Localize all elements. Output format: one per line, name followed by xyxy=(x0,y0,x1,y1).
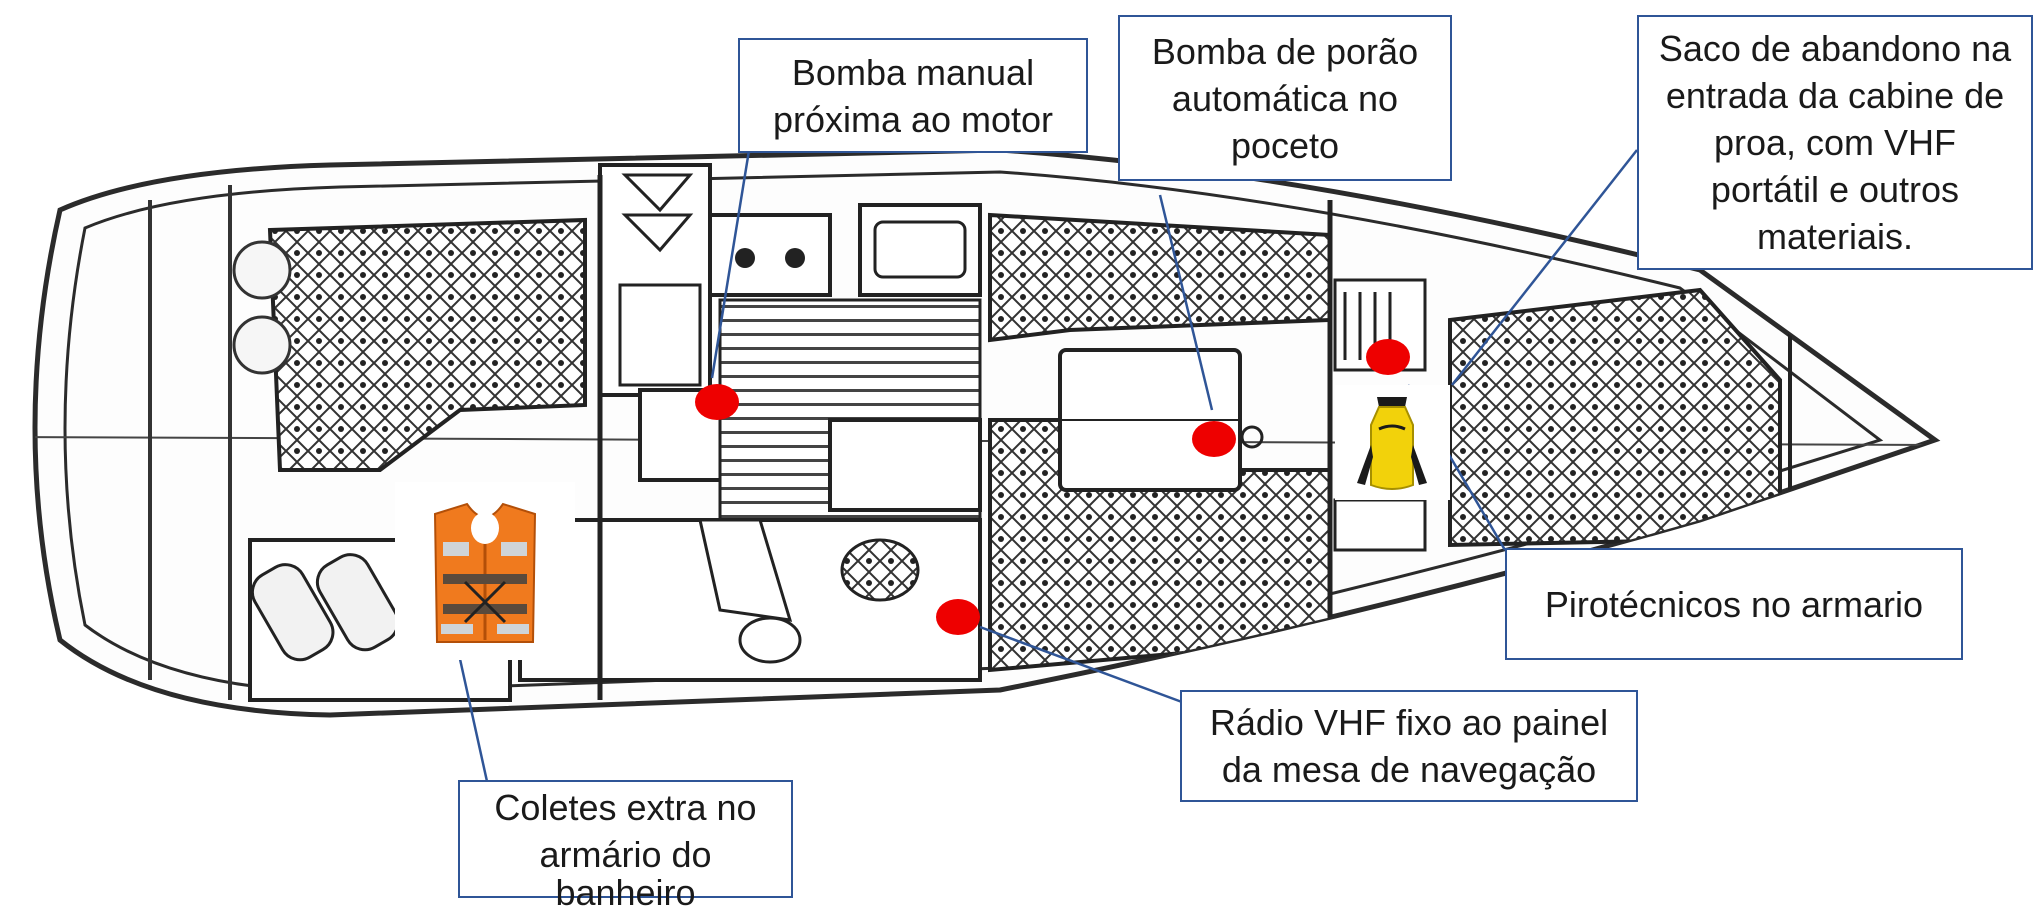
marker-manual-pump xyxy=(695,384,739,420)
life-jacket-icon xyxy=(395,482,575,660)
callout-bilge-pump: Bomba de porão automática no poceto xyxy=(1118,15,1452,181)
hull-inner-outline xyxy=(63,170,1884,694)
callout-bilge-pump-line-1: Bomba de porão xyxy=(1151,30,1419,72)
callout-pyrotechnics-line-1: Pirotécnicos no armario xyxy=(1544,583,1924,625)
callout-grab-bag-line-4: portátil e outros xyxy=(1710,169,1960,210)
marker-pyrotechnics xyxy=(1366,339,1410,375)
callout-vhf-radio-line-2: da mesa de navegação xyxy=(1221,749,1597,790)
marker-vhf-radio xyxy=(936,599,980,635)
leader-vhf-radio xyxy=(979,625,1191,707)
callout-grab-bag: Saco de abandono na entrada da cabine de… xyxy=(1637,15,2033,270)
markers xyxy=(695,339,1410,635)
callout-manual-pump: Bomba manual próxima ao motor xyxy=(738,38,1088,153)
callout-grab-bag-line-2: entrada da cabine de xyxy=(1665,75,2005,116)
life-jacket-photo xyxy=(395,482,575,660)
dry-bag-icon xyxy=(1335,385,1450,500)
callout-vhf-radio: Rádio VHF fixo ao painel da mesa de nave… xyxy=(1180,690,1638,802)
dry-bag-photo xyxy=(1335,385,1450,500)
callout-manual-pump-line-1: Bomba manual xyxy=(791,51,1035,93)
leader-life-vests xyxy=(456,649,492,796)
callout-grab-bag-line-5: materiais. xyxy=(1756,216,1914,257)
callout-bilge-pump-line-2: automática no xyxy=(1171,77,1399,119)
callout-pyrotechnics: Pirotécnicos no armario xyxy=(1505,548,1963,660)
callout-life-vests-line-3: banheiro xyxy=(555,872,696,913)
callout-grab-bag-line-1: Saco de abandono na xyxy=(1658,28,2012,69)
callout-life-vests-line-1: Coletes extra no xyxy=(494,787,757,828)
callout-life-vests: Coletes extra no armário do banheiro xyxy=(458,780,793,911)
marker-bilge-pump xyxy=(1192,421,1236,457)
callout-manual-pump-line-2: próxima ao motor xyxy=(772,98,1054,140)
callout-life-vests-line-2: armário do xyxy=(539,834,712,875)
leader-grab-bag xyxy=(1451,149,1638,386)
callout-grab-bag-line-3: proa, com VHF xyxy=(1713,122,1957,163)
leader-bilge-pump xyxy=(1158,194,1214,411)
callout-bilge-pump-line-3: poceto xyxy=(1230,124,1340,166)
callout-vhf-radio-line-1: Rádio VHF fixo ao painel xyxy=(1209,702,1609,743)
